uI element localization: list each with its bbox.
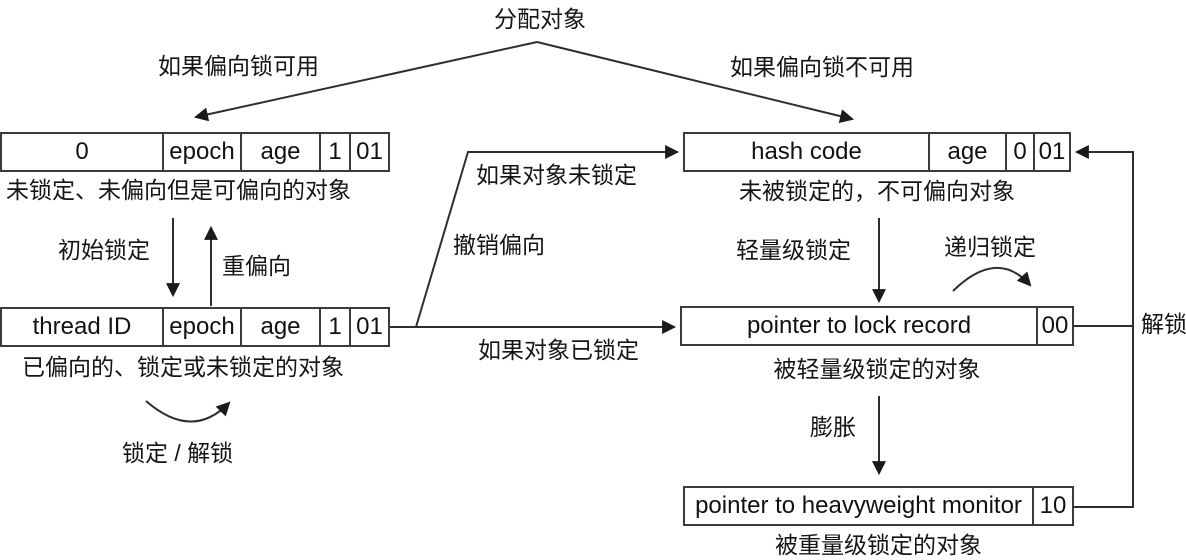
label-if-object-locked: 如果对象已锁定 — [478, 337, 639, 363]
cell-age: age — [928, 134, 1005, 170]
label-allocate-object: 分配对象 — [494, 6, 586, 32]
caption-biased: 已偏向的、锁定或未锁定的对象 — [22, 354, 344, 380]
label-if-bias-unavailable: 如果偏向锁不可用 — [730, 54, 914, 80]
label-if-bias-available: 如果偏向锁可用 — [158, 53, 319, 79]
arrow-allocate-to-unbiasable — [536, 41, 855, 123]
label-revoke-bias: 撤销偏向 — [453, 232, 545, 258]
caption-unlocked-biasable: 未锁定、未偏向但是可偏向的对象 — [6, 177, 351, 203]
mark-word-box-biased: thread ID epoch age 1 01 — [0, 307, 390, 347]
cell-lock-bits: 01 — [349, 134, 388, 170]
arrow-unlock-return — [1073, 145, 1134, 508]
label-rebias: 重偏向 — [222, 253, 291, 279]
cell-epoch: epoch — [162, 309, 240, 345]
label-lightweight-lock: 轻量级锁定 — [736, 237, 851, 263]
arrow-recursive-lock-loop — [952, 267, 1032, 292]
cell-biased-flag: 0 — [1005, 134, 1033, 170]
cell-hash-code: hash code — [751, 138, 862, 165]
cell-lock-bits: 01 — [349, 309, 388, 345]
cell-monitor-pointer: pointer to heavyweight monitor — [695, 492, 1022, 519]
caption-heavyweight-locked: 被重量级锁定的对象 — [775, 532, 982, 558]
cell-biased-flag: 1 — [319, 134, 349, 170]
caption-lightweight-locked: 被轻量级锁定的对象 — [773, 356, 981, 382]
arrow-lock-unlock-loop — [145, 400, 231, 423]
cell-lock-bits: 10 — [1032, 488, 1072, 524]
cell-age: age — [240, 309, 319, 345]
cell-lock-bits: 01 — [1033, 134, 1069, 170]
label-initial-lock: 初始锁定 — [58, 237, 150, 263]
label-lock-unlock: 锁定 / 解锁 — [122, 440, 234, 466]
cell-epoch: epoch — [162, 134, 240, 170]
cell-age: age — [240, 134, 319, 170]
cell-biased-flag: 1 — [319, 309, 349, 345]
label-unlock: 解锁 — [1141, 311, 1186, 337]
label-if-object-unlocked: 如果对象未锁定 — [476, 162, 637, 188]
label-recursive-lock: 递归锁定 — [944, 234, 1036, 260]
mark-word-box-unlocked-biasable: 0 epoch age 1 01 — [0, 132, 390, 172]
mark-word-box-lightweight-locked: pointer to lock record 00 — [680, 306, 1074, 346]
mark-word-box-unlocked-unbiasable: hash code age 0 01 — [683, 132, 1071, 172]
cell-lock-bits: 00 — [1036, 308, 1072, 344]
arrow-allocate-to-biasable — [193, 41, 538, 122]
label-inflate: 膨胀 — [810, 414, 856, 440]
caption-unlocked-unbiasable: 未被锁定的，不可偏向对象 — [739, 178, 1015, 204]
cell-lock-record-pointer: pointer to lock record — [746, 312, 972, 339]
arrow-revoke-bias-if-unlocked — [415, 145, 680, 328]
cell-bias-zero: 0 — [75, 138, 89, 165]
mark-word-box-heavyweight-locked: pointer to heavyweight monitor 10 — [683, 486, 1074, 526]
cell-thread-id: thread ID — [32, 313, 132, 340]
